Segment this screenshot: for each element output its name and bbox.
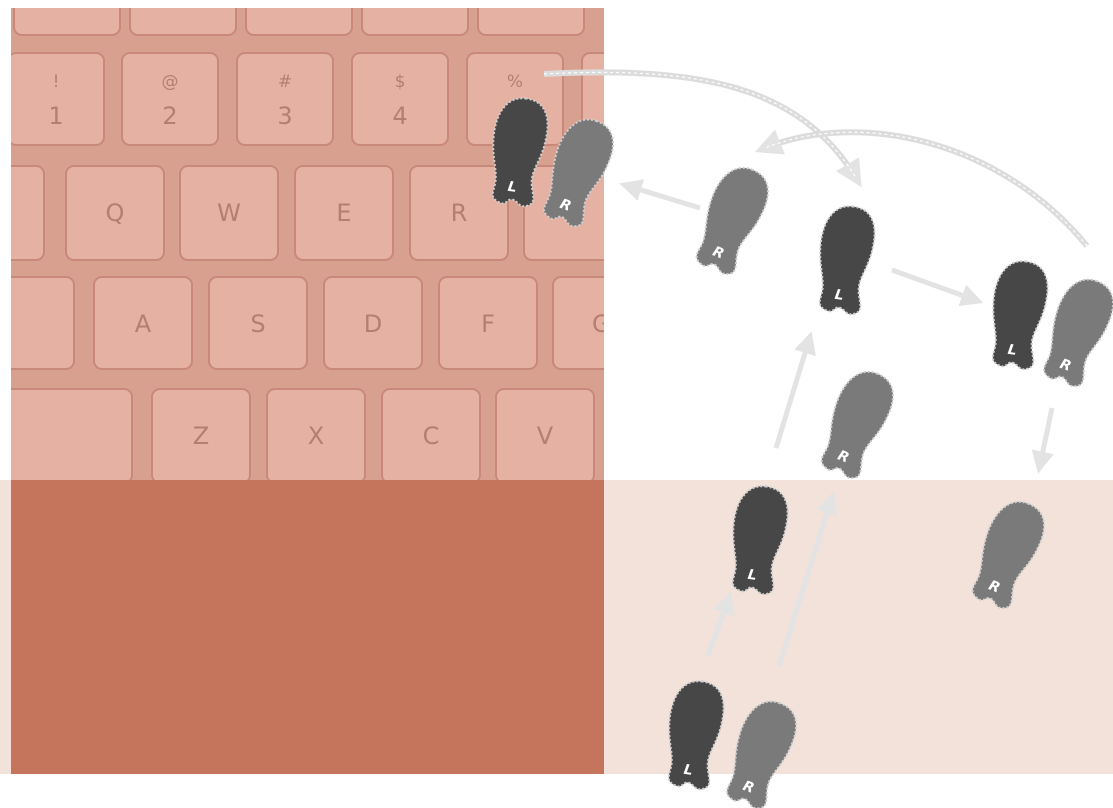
right-footprint: R <box>718 694 804 808</box>
curved-arrows <box>544 72 1087 246</box>
arrow <box>779 500 831 666</box>
curved-arrow <box>765 132 1087 246</box>
right-footprint: R <box>535 112 621 231</box>
left-footprint: L <box>485 95 552 208</box>
right-footprint: R <box>687 160 776 279</box>
left-footprint: L <box>812 203 879 316</box>
arrow <box>628 186 700 208</box>
arrow <box>776 340 809 448</box>
arrow <box>1040 408 1052 465</box>
right-footprint: R <box>812 364 901 483</box>
left-footprint: L <box>725 483 792 596</box>
arrow <box>708 600 728 656</box>
arrow <box>892 270 975 300</box>
right-footprint: R <box>963 494 1052 613</box>
left-footprint: L <box>661 678 728 791</box>
left-footprint: L <box>985 258 1052 371</box>
curved-arrow <box>765 132 1087 246</box>
